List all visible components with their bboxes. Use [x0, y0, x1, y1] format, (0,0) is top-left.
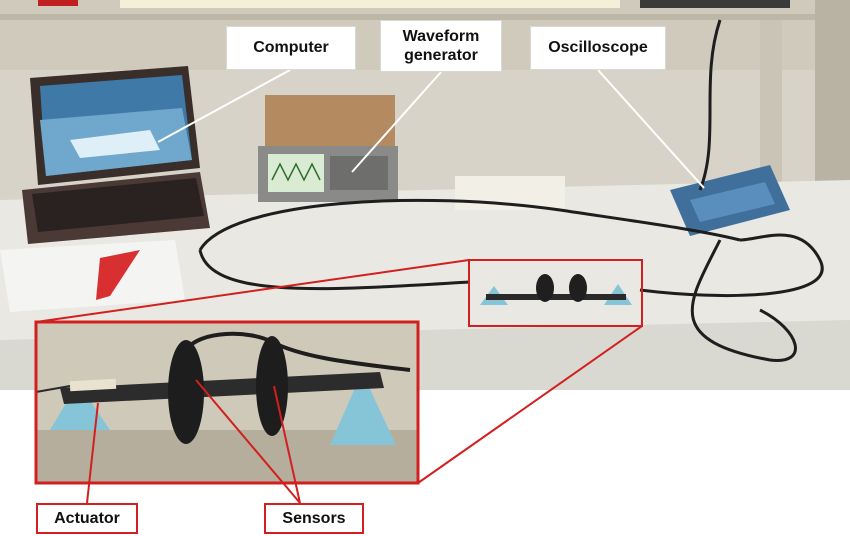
- sensors-label: Sensors: [264, 503, 364, 534]
- inset-sensor-1: [168, 340, 204, 444]
- oscilloscope-label: Oscilloscope: [530, 26, 666, 70]
- inset-right-foam: [330, 372, 396, 445]
- inset-wire: [35, 385, 71, 393]
- overhead-light: [120, 0, 620, 8]
- zoom-inset-frame: [34, 320, 420, 485]
- inset-cable: [184, 331, 411, 372]
- oscilloscope-leader-line: [597, 69, 705, 189]
- shelf-rail: [0, 14, 850, 20]
- actuator-label: Actuator: [36, 503, 138, 534]
- cardboard-box: [265, 95, 395, 155]
- sensors-leader-line-1: [195, 379, 301, 504]
- inset-actuator-patch: [69, 378, 117, 392]
- actuator-leader-line: [86, 402, 99, 504]
- cables: [198, 19, 824, 362]
- papers: [0, 240, 185, 312]
- top-left-red-device: [38, 0, 78, 6]
- inset-left-foam: [50, 383, 110, 430]
- inset-beam: [60, 372, 384, 404]
- zoom-line-top: [35, 259, 470, 323]
- zoom-line-bottom: [417, 325, 643, 484]
- computer-label: Computer: [226, 26, 356, 70]
- laptop: [22, 66, 210, 244]
- sensors-leader-line-2: [273, 385, 301, 504]
- waveform-generator-label: Waveform generator: [380, 20, 502, 72]
- beam-setup-small: [480, 274, 632, 305]
- waveform-generator-device: [258, 146, 398, 202]
- inset-sensor-2: [256, 336, 288, 436]
- red-pen: [96, 250, 140, 300]
- zoom-inset: [35, 322, 418, 483]
- callout-source-box: [468, 259, 643, 327]
- computer-leader-line: [157, 69, 291, 143]
- waveform-leader-line: [351, 71, 442, 173]
- top-right-dark-device: [640, 0, 790, 8]
